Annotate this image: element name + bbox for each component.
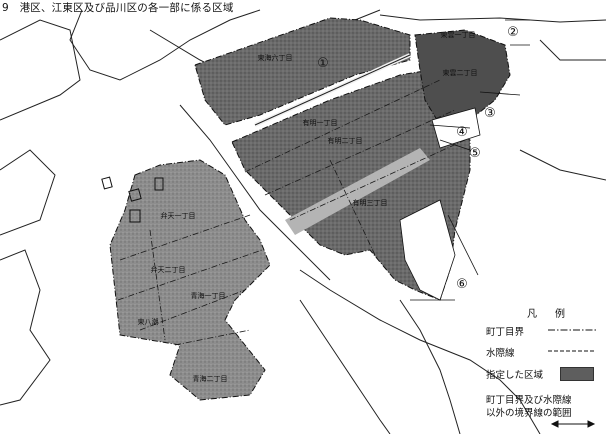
legend-label-waterline: 水際線 [486,348,515,359]
dimension-lines [410,19,530,301]
marker-5: ⑤ [469,146,481,161]
legend-samples [548,329,596,428]
label-tokai-top: 東雲一丁目 [441,30,476,39]
label-tokai6: 東海六丁目 [258,53,293,62]
outline-canal-edge [179,104,331,281]
label-ariake2: 有明二丁目 [328,136,363,145]
legend-title: 凡 例 [527,309,569,320]
outline-east-middle [519,149,606,181]
outline-north-road [69,9,261,81]
area-shinonome [414,29,511,126]
legend-label-other-2: 以外の境界線の範囲 [486,408,572,419]
outline-west-lower [0,249,51,406]
label-tokai2: 東雲二丁目 [443,68,478,77]
legend-swatch-designated [560,367,594,381]
label-aomi2: 青海二丁目 [193,374,228,383]
marker-6: ⑥ [456,277,468,292]
outline-west-upper [0,19,81,121]
legend-label-designated: 指定した区域 [486,370,544,381]
label-higashiyashio: 東八潮 [138,317,159,326]
light-band [285,148,430,235]
marker-1: ① [317,56,329,71]
outline-south-road-2 [299,299,391,434]
label-benten2: 弁天二丁目 [151,265,186,274]
base-outlines [0,9,606,434]
unshaded-step [431,107,481,149]
label-aomi1: 青海一丁目 [191,291,226,300]
marker-4: ④ [456,125,468,140]
marker-2: ② [507,25,519,40]
legend-label-other-1: 町丁目界及び水際線 [486,395,572,406]
map-title: 9 港区、江東区及び品川区の各一部に係る区域 [2,2,234,14]
canal-structures [101,176,164,223]
area-aomi [109,159,271,401]
outline-east-upper [539,39,606,61]
outline-north-east [379,14,606,23]
outline-west-middle [0,149,56,236]
legend-label-boundary: 町丁目界 [486,327,525,338]
label-benten1: 弁天一丁目 [161,211,196,220]
marker-3: ③ [484,106,496,121]
outline-south-road-3 [399,299,461,434]
street-grid [117,79,466,346]
label-ariake1: 有明一丁目 [303,118,338,127]
outline-south-road [299,269,541,434]
label-ariake3: 有明三丁目 [353,198,388,207]
